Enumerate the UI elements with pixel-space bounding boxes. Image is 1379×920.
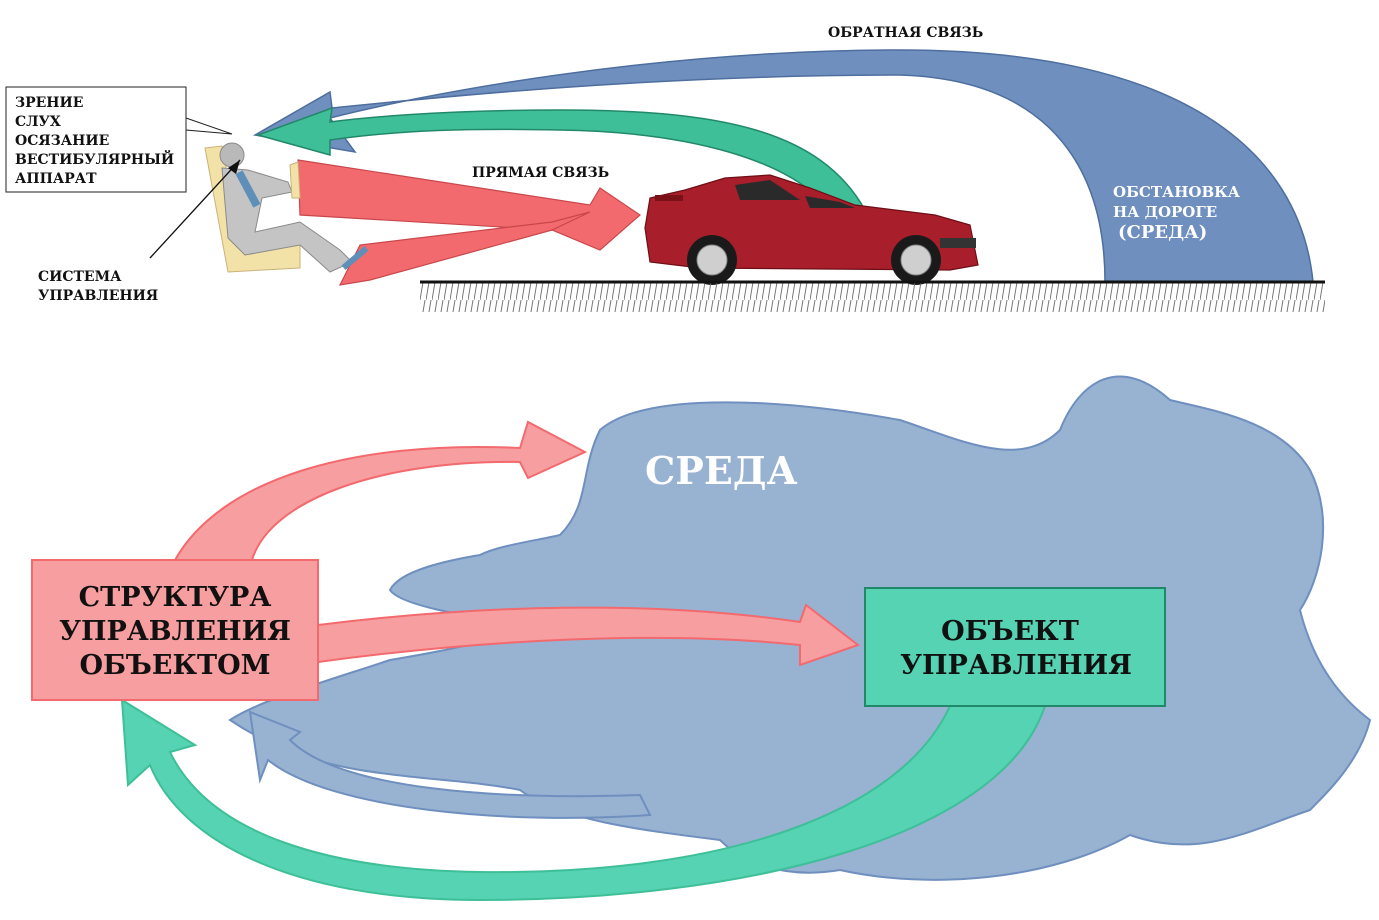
control-structure-line-1: УПРАВЛЕНИЯ [59, 616, 291, 647]
control-system-line-1: УПРАВЛЕНИЯ [38, 288, 158, 304]
structure-arrow-to-environment [173, 420, 588, 561]
object-arrow-to-structure [120, 698, 1047, 902]
senses-line-4: АППАРАТ [15, 171, 97, 187]
forward-arrow-lower [338, 211, 591, 286]
environment-label: СРЕДА [645, 448, 798, 493]
car-icon [644, 174, 979, 285]
feedback-label: ОБРАТНАЯ СВЯЗЬ [828, 25, 983, 41]
senses-line-2: ОСЯЗАНИЕ [15, 133, 109, 149]
road-surface [420, 282, 1325, 312]
senses-line-3: ВЕСТИБУЛЯРНЫЙ [15, 149, 174, 168]
control-structure-line-0: СТРУКТУРА [79, 582, 272, 613]
senses-line-0: ЗРЕНИЕ [15, 95, 83, 111]
road-env-line-0: ОБСТАНОВКА [1113, 183, 1241, 201]
forward-label: ПРЯМАЯ СВЯЗЬ [472, 165, 609, 181]
road-env-line-1: НА ДОРОГЕ [1113, 203, 1217, 221]
senses-callout-pointer [185, 117, 233, 135]
control-object-box [864, 587, 1166, 707]
control-object-line-0: ОБЪЕКТ [941, 616, 1079, 647]
senses-line-1: СЛУХ [15, 114, 61, 130]
control-system-line-0: СИСТЕМА [38, 269, 122, 285]
control-system-pointer [149, 159, 241, 259]
control-object-line-1: УПРАВЛЕНИЯ [900, 650, 1132, 681]
road-env-line-2: (СРЕДА) [1118, 222, 1207, 243]
senses-box [5, 86, 187, 193]
environment-arrow-to-structure [248, 710, 652, 819]
structure-arrow-to-object [317, 603, 861, 667]
control-structure-line-2: ОБЪЕКТОМ [79, 650, 270, 681]
control-structure-box [31, 559, 319, 701]
feedback-arrow-green [255, 106, 867, 211]
